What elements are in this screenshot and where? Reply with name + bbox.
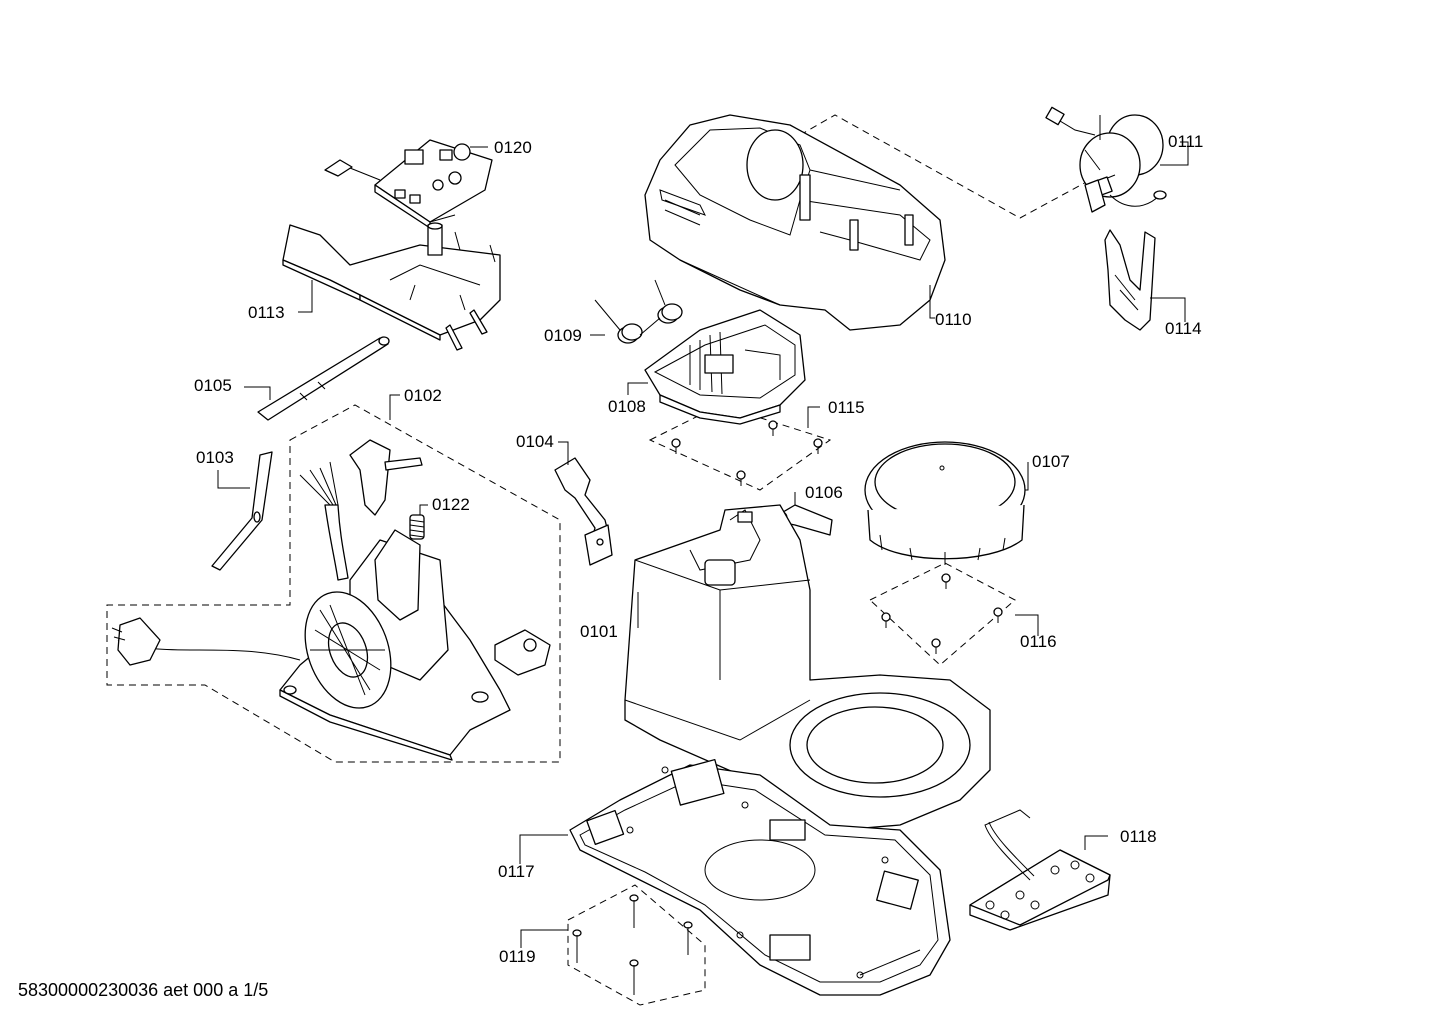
- part-0122-spring: [409, 514, 425, 540]
- part-0119-long-screws: [572, 894, 693, 995]
- part-0102-motor-assembly: [111, 439, 551, 761]
- callout-0106: 0106: [805, 483, 843, 502]
- part-0103-bracket-strip: [211, 451, 273, 571]
- callout-0103: 0103: [196, 448, 234, 467]
- part-0116-screws: [881, 573, 1003, 654]
- callout-0108: 0108: [608, 397, 646, 416]
- callout-0113: 0113: [248, 303, 285, 322]
- callout-0102: 0102: [404, 386, 442, 405]
- part-0115-screws: [671, 420, 823, 486]
- part-0114-motor-bracket: [1104, 229, 1156, 331]
- callout-0104: 0104: [516, 432, 554, 451]
- callout-0116: 0116: [1020, 632, 1057, 651]
- part-0120-circuit-board: [324, 139, 493, 229]
- callout-0115: 0115: [828, 398, 865, 417]
- callout-0101: 0101: [580, 622, 618, 641]
- callout-0107: 0107: [1032, 452, 1070, 471]
- part-0108-head-base: [644, 309, 806, 425]
- part-0104-lever: [554, 457, 613, 566]
- callout-0105: 0105: [194, 376, 232, 395]
- part-0118-cover-plate: [969, 809, 1111, 931]
- part-0113-electronics-housing: [282, 222, 501, 351]
- callout-0117: 0117: [498, 862, 535, 881]
- callout-0109: 0109: [544, 326, 582, 345]
- callout-0111: 0111: [1168, 132, 1203, 151]
- callout-labels: 0120 0113 0105 0102 0103 0122 0104 0109 …: [194, 132, 1203, 966]
- group-link-0110-0111: [799, 114, 1091, 219]
- callout-0118: 0118: [1120, 827, 1157, 846]
- part-0105-drive-shaft: [257, 336, 390, 421]
- callout-0114: 0114: [1165, 319, 1202, 338]
- leader-lines: [217, 141, 1189, 948]
- group-outline-0116: [869, 562, 1016, 666]
- callout-0122: 0122: [432, 495, 470, 514]
- part-0107-bowl-ring: [864, 441, 1026, 565]
- callout-0110: 0110: [935, 310, 972, 329]
- part-0110-head-cover: [644, 114, 946, 331]
- group-outline-0119: [567, 884, 706, 1006]
- document-code: 58300000230036 aet 000 a 1/5: [18, 980, 269, 1000]
- part-0101-main-housing: [624, 504, 991, 831]
- part-0117-base-plate: [569, 758, 951, 996]
- callout-0119: 0119: [499, 947, 536, 966]
- part-0109-torsion-springs: [594, 279, 683, 344]
- callout-0120: 0120: [494, 138, 532, 157]
- part-0111-motor: [1045, 106, 1167, 213]
